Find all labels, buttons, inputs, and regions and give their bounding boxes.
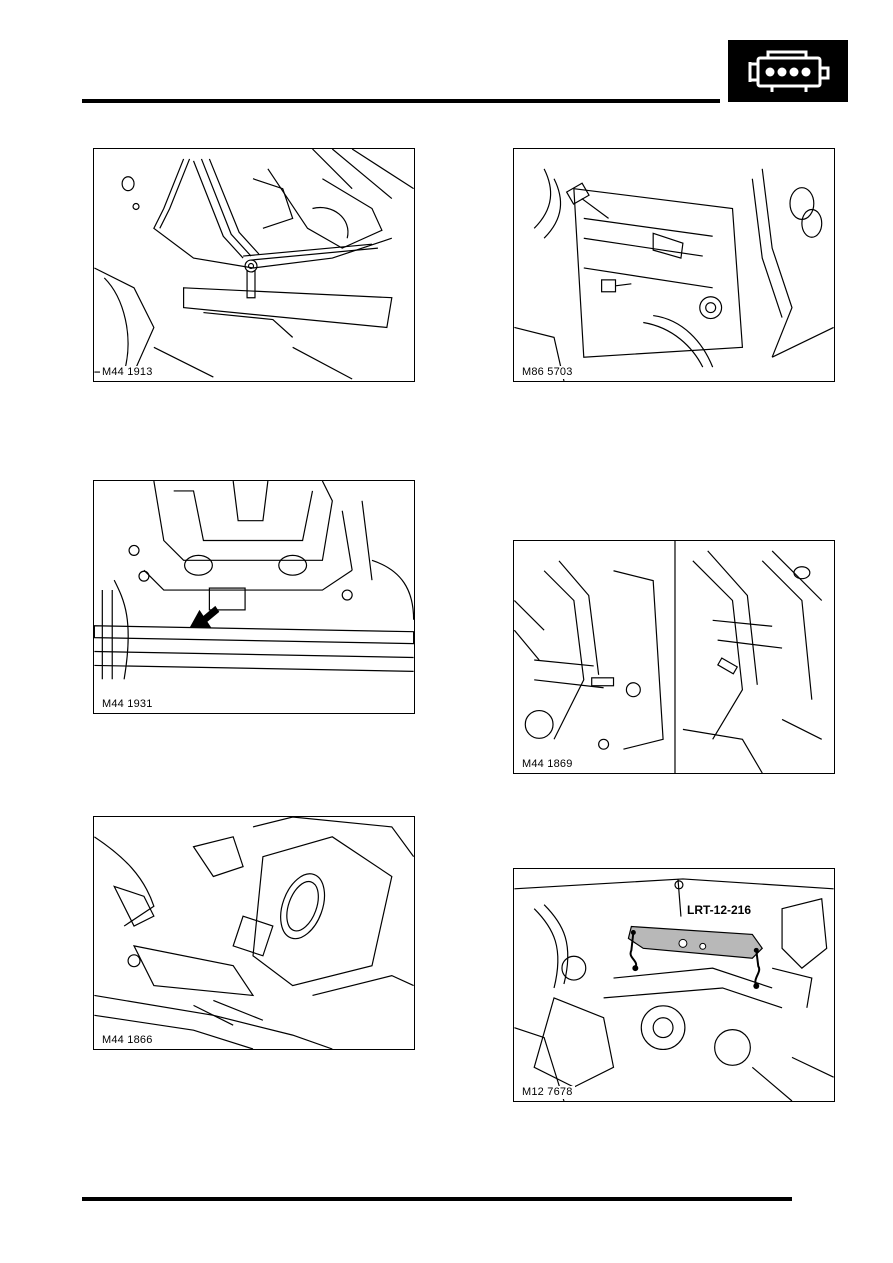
- figure-code: M44 1866: [100, 1034, 155, 1047]
- special-tool-label: LRT-12-216: [686, 903, 753, 917]
- section-badge: [728, 40, 848, 102]
- footer-rule: [82, 1197, 792, 1201]
- figure-code: M12 7678: [520, 1086, 575, 1099]
- figure-code: M44 1931: [100, 698, 155, 711]
- engine-icon: [748, 50, 830, 92]
- figure-code: M44 1913: [100, 366, 155, 379]
- header-rule: [82, 99, 720, 103]
- figure-m44-1913: M44 1913: [93, 148, 415, 382]
- figure-code: M86 5703: [520, 366, 575, 379]
- figure-m44-1869: M44 1869: [513, 540, 835, 774]
- figure-illustration: [514, 168, 834, 381]
- figure-illustration: [94, 817, 414, 1049]
- figure-illustration: [94, 481, 414, 680]
- figure-m44-1931: M44 1931: [93, 480, 415, 714]
- figure-illustration: [514, 878, 834, 1101]
- figure-illustration: [94, 149, 414, 380]
- figure-code: M44 1869: [520, 758, 575, 771]
- figure-illustration: [514, 541, 823, 773]
- figure-m86-5703: M86 5703: [513, 148, 835, 382]
- figure-m44-1866: M44 1866: [93, 816, 415, 1050]
- figure-m12-7678: LRT-12-216 M12 7678: [513, 868, 835, 1102]
